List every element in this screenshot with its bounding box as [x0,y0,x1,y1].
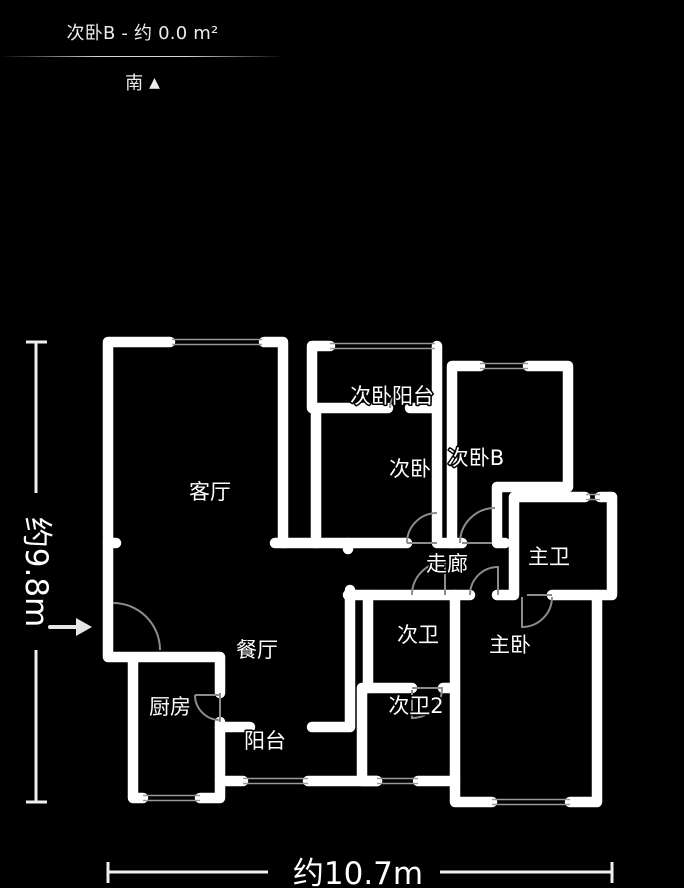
direction-label: 南 [125,73,144,94]
room-label-second-bedroom-balcony[interactable]: 次卧阳台 [349,383,436,410]
width-dimension: 约10.7m [106,856,614,888]
room-labels: 客厅 次卧阳台 次卧 次卧B 主卫 走廊 次卫 主卧 餐厅 厨房 阳台 次卫2 [148,383,572,755]
room-info-header: 次卧B - 约 0.0 m² 南▲ [0,0,285,100]
room-label-second-bathroom-2[interactable]: 次卫2 [387,693,445,720]
room-label-master-bathroom[interactable]: 主卫 [527,544,572,571]
walls [102,336,618,808]
header-divider [0,56,285,57]
height-dimension: 约9.8m [18,340,54,804]
width-dimension-label: 约10.7m [293,856,423,888]
doors [112,387,553,722]
room-label-second-bedroom[interactable]: 次卧 [388,456,433,483]
master-bathroom-door-icon [521,594,553,629]
room-label-corridor[interactable]: 走廊 [425,551,470,578]
compass-direction[interactable]: 南▲ [0,69,285,95]
room-label-living-room[interactable]: 客厅 [188,479,233,506]
master-bedroom-door-icon [469,565,499,596]
windows [143,338,600,806]
north-triangle-icon: ▲ [149,75,160,91]
second-bathroom-2-door-icon [411,687,443,720]
kitchen-door-icon [194,693,221,722]
balcony-door-icon [389,387,411,409]
second-bathroom-door-icon [411,560,446,596]
second-bedroom-b-door-icon [459,507,496,544]
room-label-kitchen[interactable]: 厨房 [148,694,193,721]
room-label-second-bathroom[interactable]: 次卫 [396,622,441,649]
entrance-door-icon [112,602,161,651]
room-label-second-bedroom-b[interactable]: 次卧B [446,445,505,472]
second-bedroom-door-icon [406,512,438,544]
entrance-arrow-icon [48,618,92,636]
room-label-balcony[interactable]: 阳台 [243,728,288,755]
height-dimension-label: 约9.8m [18,517,54,628]
selected-room-title: 次卧B - 约 0.0 m² [66,23,219,44]
room-label-dining-room[interactable]: 餐厅 [235,637,280,664]
room-label-master-bedroom[interactable]: 主卧 [488,632,533,659]
